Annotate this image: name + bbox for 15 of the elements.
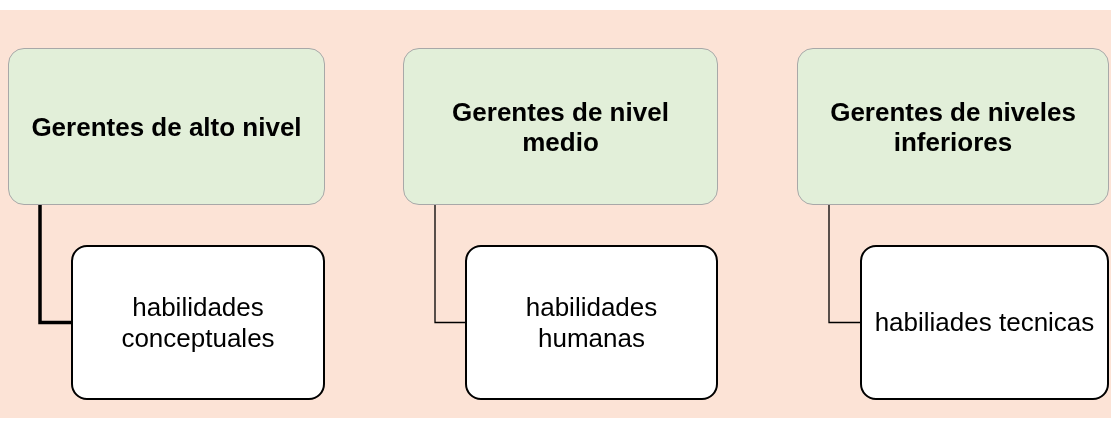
box-text: habiliades tecnicas [874, 307, 1095, 338]
box-text: Gerentes de alto nivel [31, 111, 302, 142]
skill-box [860, 245, 1109, 400]
box-text: Gerentes de niveles inferiores [829, 96, 1077, 157]
skill-box [71, 245, 325, 400]
connector-line [828, 204, 861, 324]
connector-line [38, 205, 71, 325]
skill-box [465, 245, 718, 400]
manager-box [403, 48, 718, 205]
box-text: habilidades humanas [524, 291, 659, 354]
box-text: Gerentes de nivel medio [451, 96, 670, 157]
box-text: habilidades conceptuales [120, 291, 276, 354]
manager-box [8, 48, 325, 205]
connector-line [434, 204, 466, 324]
manager-box [797, 48, 1109, 205]
